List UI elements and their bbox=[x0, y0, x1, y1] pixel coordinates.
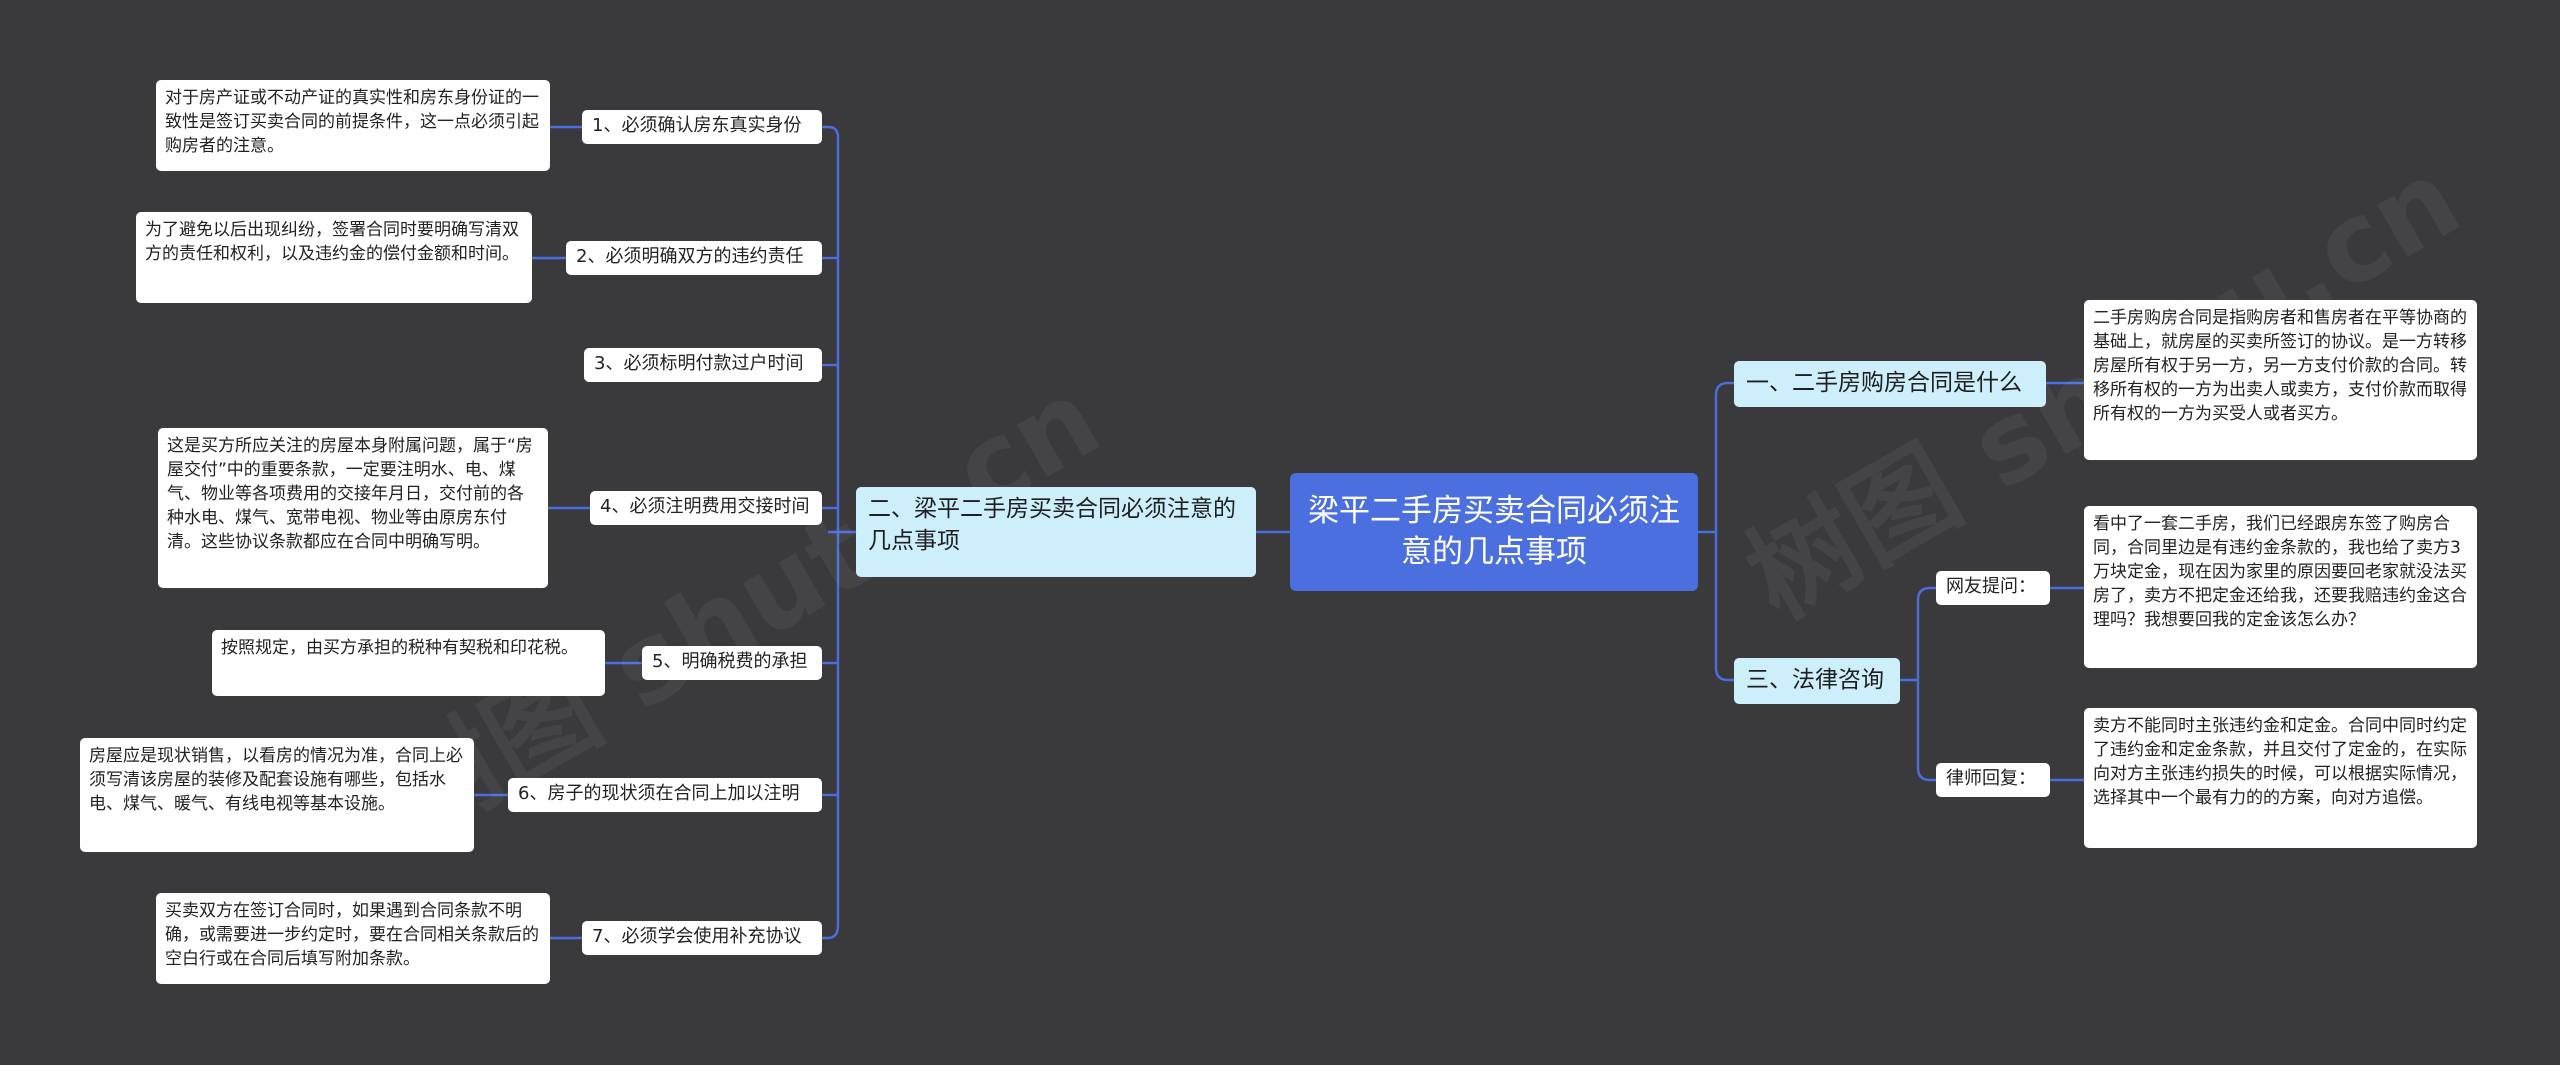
left-detail-2-text: 为了避免以后出现纠纷，签署合同时要明确写清双方的责任和权利，以及违约金的偿付金额… bbox=[145, 220, 519, 264]
left-detail-1-text: 对于房产证或不动产证的真实性和房东身份证的一致性是签订买卖合同的前提条件，这一点… bbox=[165, 88, 539, 156]
right-branch-2-label: 三、法律咨询 bbox=[1746, 667, 1884, 693]
left-detail-5: 按照规定，由买方承担的税种有契税和印花税。 bbox=[212, 630, 605, 696]
left-detail-7: 买卖双方在签订合同时，如果遇到合同条款不明确，或需要进一步约定时，要在合同相关条… bbox=[156, 893, 550, 984]
left-item-5-label: 5、明确税费的承担 bbox=[652, 651, 808, 672]
left-item-3-label: 3、必须标明付款过户时间 bbox=[594, 353, 804, 374]
left-item-5[interactable]: 5、明确税费的承担 bbox=[642, 646, 822, 680]
connector-left-trunk bbox=[828, 137, 856, 925]
left-detail-6-text: 房屋应是现状销售，以看房的情况为准，合同上必须写清该房屋的装修及配套设施有哪些，… bbox=[89, 746, 463, 814]
left-item-6-label: 6、房子的现状须在合同上加以注明 bbox=[518, 783, 800, 804]
left-item-6[interactable]: 6、房子的现状须在合同上加以注明 bbox=[508, 778, 822, 812]
left-item-1[interactable]: 1、必须确认房东真实身份 bbox=[582, 110, 822, 144]
left-detail-4: 这是买方所应关注的房屋本身附属问题，属于“房屋交付”中的重要条款，一定要注明水、… bbox=[158, 428, 548, 588]
left-detail-4-text: 这是买方所应关注的房屋本身附属问题，属于“房屋交付”中的重要条款，一定要注明水、… bbox=[167, 436, 533, 552]
left-item-3[interactable]: 3、必须标明付款过户时间 bbox=[584, 348, 822, 382]
right-ask-detail-text: 看中了一套二手房，我们已经跟房东签了购房合同，合同里边是有违约金条款的，我也给了… bbox=[2093, 514, 2467, 630]
right-branch-1-detail: 二手房购房合同是指购房者和售房者在平等协商的基础上，就房屋的买卖所签订的协议。是… bbox=[2084, 300, 2477, 460]
connector-right2-trunk bbox=[1900, 586, 1936, 782]
left-detail-2: 为了避免以后出现纠纷，签署合同时要明确写清双方的责任和权利，以及违约金的偿付金额… bbox=[136, 212, 532, 303]
left-branch-topic[interactable]: 二、梁平二手房买卖合同必须注意的几点事项 bbox=[856, 487, 1256, 577]
connector-left-item-1 bbox=[822, 125, 840, 138]
right-branch-1-detail-text: 二手房购房合同是指购房者和售房者在平等协商的基础上，就房屋的买卖所签订的协议。是… bbox=[2093, 308, 2467, 424]
right-branch-1-label: 一、二手房购房合同是什么 bbox=[1746, 370, 2022, 396]
right-item-ask[interactable]: 网友提问： bbox=[1936, 571, 2050, 605]
left-detail-1: 对于房产证或不动产证的真实性和房东身份证的一致性是签订买卖合同的前提条件，这一点… bbox=[156, 80, 550, 171]
right-item-reply-label: 律师回复： bbox=[1946, 768, 2036, 789]
left-detail-7-text: 买卖双方在签订合同时，如果遇到合同条款不明确，或需要进一步约定时，要在合同相关条… bbox=[165, 901, 539, 969]
right-item-ask-label: 网友提问： bbox=[1946, 576, 2036, 597]
root-topic[interactable]: 梁平二手房买卖合同必须注意的几点事项 bbox=[1290, 473, 1698, 591]
right-item-reply[interactable]: 律师回复： bbox=[1936, 763, 2050, 797]
left-branch-label: 二、梁平二手房买卖合同必须注意的几点事项 bbox=[868, 496, 1236, 554]
left-item-2[interactable]: 2、必须明确双方的违约责任 bbox=[566, 241, 822, 275]
root-title: 梁平二手房买卖合同必须注意的几点事项 bbox=[1308, 493, 1680, 570]
right-reply-detail-text: 卖方不能同时主张违约金和定金。合同中同时约定了违约金和定金条款，并且交付了定金的… bbox=[2093, 716, 2467, 808]
right-reply-detail: 卖方不能同时主张违约金和定金。合同中同时约定了违约金和定金条款，并且交付了定金的… bbox=[2084, 708, 2477, 848]
left-detail-5-text: 按照规定，由买方承担的税种有契税和印花税。 bbox=[221, 638, 578, 658]
connector-left-item-7 bbox=[822, 924, 840, 940]
connector-root-right bbox=[1698, 381, 1734, 682]
left-item-4[interactable]: 4、必须注明费用交接时间 bbox=[590, 491, 822, 525]
left-item-7[interactable]: 7、必须学会使用补充协议 bbox=[582, 921, 822, 955]
left-item-2-label: 2、必须明确双方的违约责任 bbox=[576, 246, 804, 267]
left-item-7-label: 7、必须学会使用补充协议 bbox=[592, 926, 802, 947]
left-detail-6: 房屋应是现状销售，以看房的情况为准，合同上必须写清该房屋的装修及配套设施有哪些，… bbox=[80, 738, 474, 852]
left-item-4-label: 4、必须注明费用交接时间 bbox=[600, 496, 810, 517]
right-branch-2-topic[interactable]: 三、法律咨询 bbox=[1734, 658, 1900, 704]
right-branch-1-topic[interactable]: 一、二手房购房合同是什么 bbox=[1734, 361, 2046, 407]
right-ask-detail: 看中了一套二手房，我们已经跟房东签了购房合同，合同里边是有违约金条款的，我也给了… bbox=[2084, 506, 2477, 668]
left-item-1-label: 1、必须确认房东真实身份 bbox=[592, 115, 802, 136]
